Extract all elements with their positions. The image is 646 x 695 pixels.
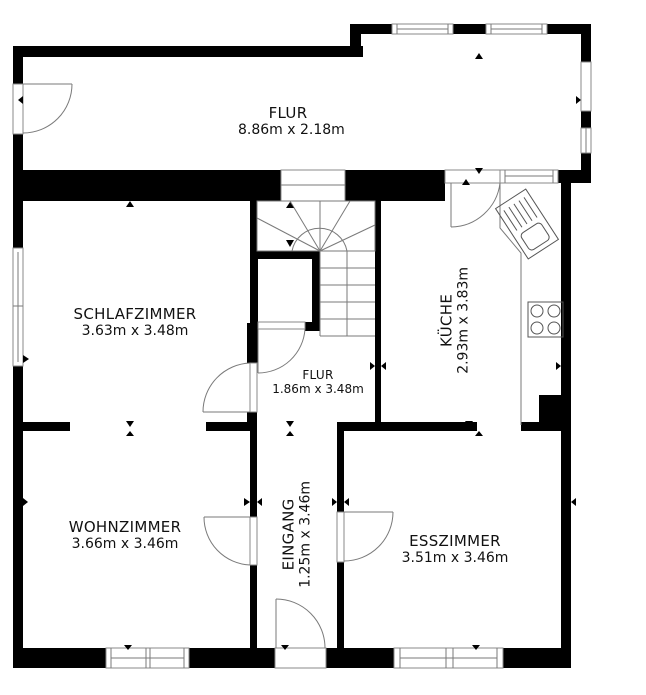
room-dimensions: 3.63m x 3.48m (81, 323, 189, 339)
room-name: KÜCHE (437, 293, 456, 347)
staircase (256, 200, 376, 337)
room-name: WOHNZIMMER (68, 518, 182, 536)
room-dimensions: 2.93m x 3.83m (455, 266, 472, 374)
room-label-flur-top: FLUR 8.86m x 2.18m (238, 104, 345, 139)
room-label-esszimmer: ESSZIMMER 3.51m x 3.46m (380, 532, 530, 567)
cooktop (527, 301, 564, 338)
room-name: ESSZIMMER (409, 532, 501, 550)
room-dimensions: 3.51m x 3.46m (401, 550, 509, 566)
room-label-eingang: EINGANG 1.25m x 3.46m (280, 469, 315, 599)
kitchen-fixtures (494, 183, 564, 425)
room-label-schlafzimmer: SCHLAFZIMMER 3.63m x 3.48m (60, 305, 210, 340)
room-label-wohnzimmer: WOHNZIMMER 3.66m x 3.46m (50, 518, 200, 553)
room-dimensions: 1.25m x 3.46m (297, 480, 314, 588)
outer-walls (13, 24, 591, 668)
room-name: FLUR (268, 104, 308, 122)
room-label-flur-mid: FLUR 1.86m x 3.48m (268, 368, 368, 397)
room-dimensions: 3.66m x 3.46m (71, 536, 179, 552)
room-name: EINGANG (279, 498, 298, 571)
room-name: SCHLAFZIMMER (73, 305, 197, 323)
room-name: FLUR (302, 368, 334, 382)
room-dimensions: 8.86m x 2.18m (238, 122, 345, 138)
windows (12, 23, 592, 669)
interior-walls (23, 170, 591, 653)
dimension-markers (18, 53, 581, 650)
room-label-kueche: KÜCHE 2.93m x 3.83m (438, 255, 473, 385)
room-dimensions: 1.86m x 3.48m (272, 382, 364, 397)
doors (22, 83, 501, 649)
kitchen-sink (494, 188, 560, 260)
